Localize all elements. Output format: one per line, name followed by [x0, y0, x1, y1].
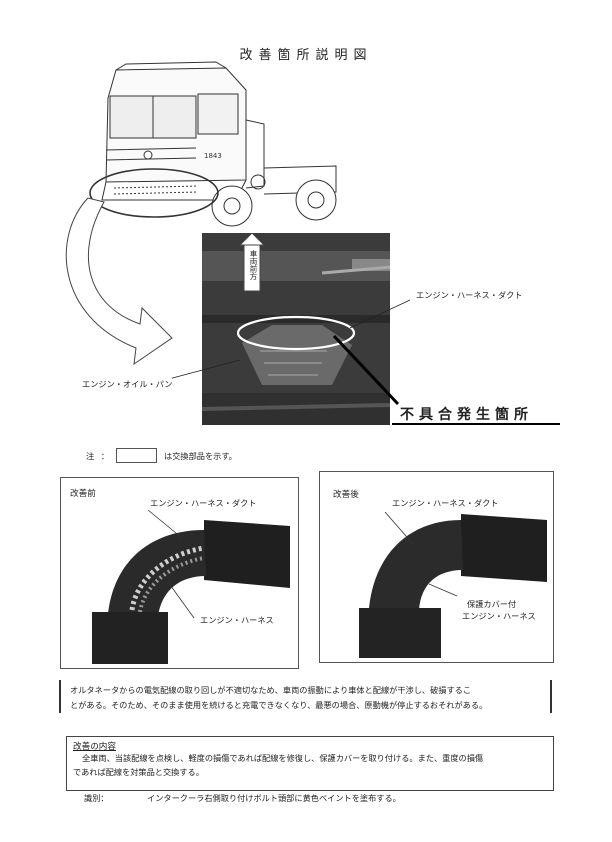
before-harness-label: エンジン・ハーネス: [200, 614, 274, 626]
duct-label-top: エンジン・ハーネス・ダクト: [416, 289, 523, 301]
underside-photo: [202, 233, 390, 425]
identification-label: 識別：: [84, 793, 109, 803]
improvement-text: 全車両、当該配線を点検し、軽度の損傷であれば配線を修復し、保護カバーを取り付ける…: [73, 751, 547, 779]
improvement-line-2: であれば配線を対策品と交換する。: [73, 767, 204, 777]
problem-text: オルタネータからの電気配線の取り回しが不適切なため、車両の振動により車体と配線が…: [70, 683, 548, 713]
improvement-line-1: 全車両、当該配線を点検し、軽度の損傷であれば配線を修復し、保護カバーを取り付ける…: [82, 753, 484, 763]
improvement-title: 改善の内容: [73, 742, 116, 752]
page-title: 改善箇所説明図: [239, 48, 373, 63]
problem-line-1: オルタネータからの電気配線の取り回しが不適切なため、車両の振動により車体と配線が…: [70, 685, 472, 695]
oil-pan-label: エンジン・オイル・パン: [82, 378, 173, 390]
curved-arrow-icon: [65, 197, 173, 366]
after-harness-label-2: エンジン・ハーネス: [462, 610, 536, 622]
before-duct-label: エンジン・ハーネス・ダクト: [150, 497, 257, 509]
legend-note-label: 注: [86, 451, 95, 461]
before-heading: 改善前: [70, 489, 96, 499]
defect-underline: [392, 423, 560, 425]
problem-box: [59, 680, 552, 713]
problem-box-right-bar: [550, 680, 552, 713]
improvement-box: [66, 736, 554, 791]
truck-badge: 1843: [204, 152, 222, 160]
before-duct-figure: [92, 509, 290, 664]
front-direction-label: 車両前方: [249, 250, 258, 280]
legend-colon: ：: [100, 451, 110, 461]
legend-note: 注 ：: [86, 450, 109, 462]
truck-illustration: 1843: [89, 61, 337, 227]
problem-box-left-bar: [59, 680, 61, 713]
after-harness-label-1: 保護カバー付: [467, 598, 517, 610]
leader-lines: [332, 299, 411, 406]
legend-text: は交換部品を示す。: [164, 451, 237, 461]
after-heading: 改善後: [333, 490, 359, 500]
defect-location-label: 不具合発生箇所: [400, 407, 533, 423]
identification-text: インタークーラ右側取り付けボルト頭部に黄色ペイントを塗布する。: [147, 793, 401, 803]
after-duct-figure: [359, 511, 547, 658]
problem-line-2: とがある。そのため、そのまま使用を続けると充電できなくなり、最悪の場合、原動機が…: [70, 700, 488, 710]
legend-swatch: [116, 448, 157, 463]
after-duct-label: エンジン・ハーネス・ダクト: [392, 497, 499, 509]
